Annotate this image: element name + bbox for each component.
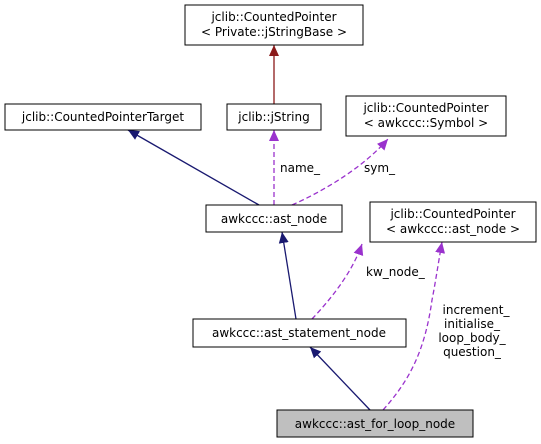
node-counted-pointer-jstringbase[interactable]: jclib::CountedPointer < Private::jString… bbox=[184, 4, 364, 46]
node-jstring[interactable]: jclib::jString bbox=[226, 103, 322, 131]
edge-label-kw-node: kw_node_ bbox=[366, 265, 426, 279]
node-label-line1: jclib::CountedPointer bbox=[389, 207, 515, 221]
node-ast-for-loop-node[interactable]: awkccc::ast_for_loop_node bbox=[276, 409, 474, 438]
node-ast-statement-node[interactable]: awkccc::ast_statement_node bbox=[192, 318, 407, 348]
node-label: awkccc::ast_node bbox=[221, 212, 327, 226]
edge-for-loop-to-counted-pointer-ast-node bbox=[382, 241, 446, 411]
node-label-line2: < Private::jStringBase > bbox=[201, 25, 347, 39]
node-counted-pointer-target[interactable]: jclib::CountedPointerTarget bbox=[4, 103, 202, 131]
edges bbox=[127, 45, 446, 411]
node-label-line2: < awkccc::Symbol > bbox=[364, 116, 488, 130]
edge-label-initialise: initialise_ bbox=[444, 317, 501, 331]
edge-ast-node-to-counted-pointer-target bbox=[127, 129, 260, 206]
edge-ast-node-to-counted-pointer-symbol bbox=[291, 138, 389, 206]
edge-for-loop-to-statement-node bbox=[309, 346, 371, 411]
edge-label-loop-body: loop_body_ bbox=[438, 331, 506, 345]
node-label: awkccc::ast_statement_node bbox=[212, 326, 386, 340]
edge-ast-statement-node-to-ast-node-kw bbox=[311, 243, 364, 320]
node-label-line1: jclib::CountedPointer bbox=[362, 101, 488, 115]
node-counted-pointer-symbol[interactable]: jclib::CountedPointer < awkccc::Symbol > bbox=[345, 95, 507, 137]
node-label-line2: < awkccc::ast_node > bbox=[386, 222, 520, 236]
node-ast-node[interactable]: awkccc::ast_node bbox=[205, 204, 343, 233]
edge-label-sym: sym_ bbox=[364, 161, 396, 175]
edge-labels: name_ sym_ kw_node_ increment_ initialis… bbox=[280, 161, 510, 359]
node-counted-pointer-ast-node[interactable]: jclib::CountedPointer < awkccc::ast_node… bbox=[369, 201, 537, 243]
edge-label-increment: increment_ bbox=[443, 303, 511, 317]
node-label-line1: jclib::CountedPointer bbox=[210, 10, 336, 24]
node-label: jclib::CountedPointerTarget bbox=[21, 110, 184, 124]
node-label: awkccc::ast_for_loop_node bbox=[295, 417, 455, 431]
node-label: jclib::jString bbox=[237, 110, 309, 124]
edge-label-name: name_ bbox=[280, 161, 321, 175]
edge-ast-statement-node-to-ast-node bbox=[278, 231, 297, 320]
edge-label-question: question_ bbox=[443, 345, 502, 359]
